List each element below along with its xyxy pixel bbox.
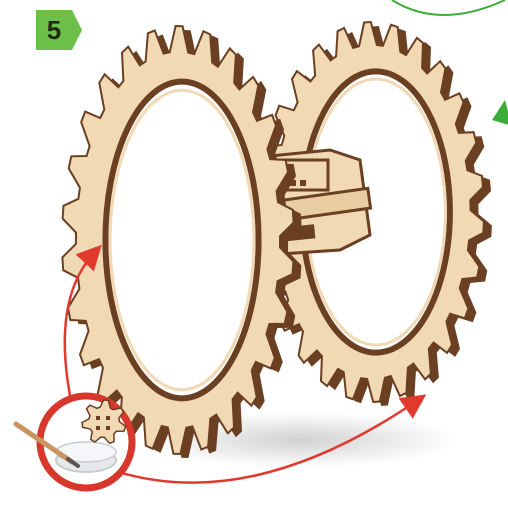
detail-inset xyxy=(16,396,132,488)
front-gear xyxy=(62,26,301,458)
green-arrow-icon xyxy=(492,100,508,126)
callout-arc xyxy=(392,0,505,15)
